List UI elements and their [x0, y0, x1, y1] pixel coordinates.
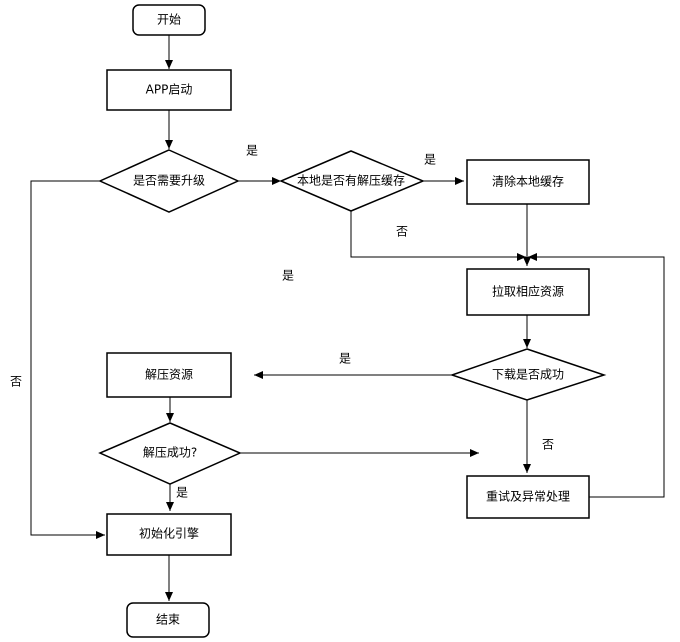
download-no-label: 否	[542, 438, 554, 452]
cache-yes-label: 是	[424, 153, 436, 167]
retry-label: 重试及异常处理	[486, 489, 570, 504]
unpack-resources-node	[106, 352, 232, 398]
start-label: 开始	[157, 13, 181, 27]
clear-cache-node	[466, 159, 590, 205]
end-node	[126, 602, 210, 638]
cache-no-label: 否	[396, 225, 408, 239]
unpack-fail-yes-label: 是	[282, 269, 294, 283]
edge-cache-check-no-to-pull	[350, 211, 526, 261]
pull-resources-label: 拉取相应资源	[492, 284, 564, 299]
unpack-yes-label: 是	[176, 486, 188, 500]
unpack-resources-label: 解压资源	[145, 368, 193, 382]
init-engine-node	[106, 513, 232, 556]
unpack-success-label: 解压成功?	[143, 446, 197, 460]
app-launch-node	[106, 69, 232, 111]
clear-cache-label: 清除本地缓存	[492, 174, 564, 189]
download-success-label: 下载是否成功	[492, 368, 564, 382]
upgrade-yes-label: 是	[246, 144, 258, 158]
download-success-decision	[449, 348, 607, 401]
end-label: 结束	[156, 613, 180, 627]
cache-check-label: 本地是否有解压缓存	[297, 174, 405, 188]
edge-retry-loop-back	[528, 253, 665, 498]
edge-need-upgrade-no-to-init	[30, 180, 105, 539]
need-upgrade-label: 是否需要升级	[133, 174, 205, 188]
app-launch-label: APP启动	[146, 83, 193, 97]
pull-resources-node	[466, 268, 590, 316]
init-engine-label: 初始化引擎	[139, 526, 199, 541]
upgrade-no-label: 否	[10, 375, 22, 389]
cache-check-decision	[279, 150, 425, 212]
need-upgrade-decision	[98, 149, 240, 213]
download-yes-label: 是	[339, 352, 351, 366]
start-node	[132, 4, 206, 36]
retry-node	[466, 475, 590, 519]
unpack-success-decision	[98, 422, 242, 485]
